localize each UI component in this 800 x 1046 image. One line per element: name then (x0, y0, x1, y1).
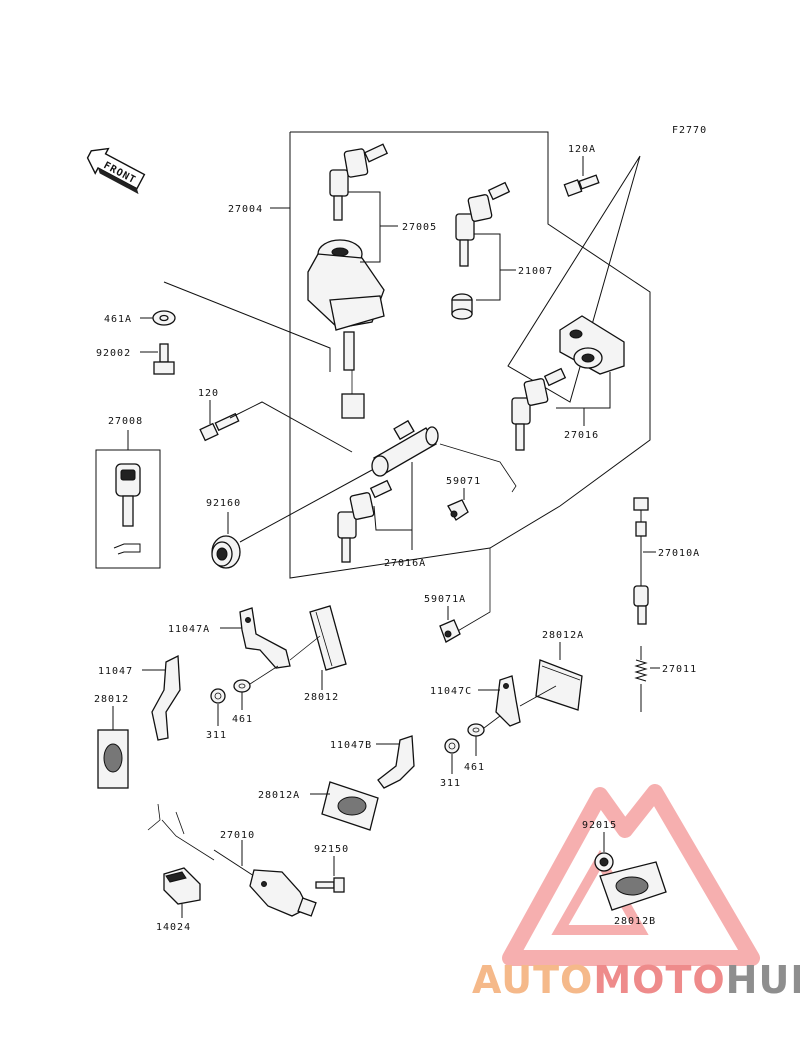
grommet-92160 (211, 535, 241, 569)
label-461-left: 461 (232, 714, 253, 725)
label-92015: 92015 (582, 820, 617, 831)
label-27010: 27010 (220, 830, 255, 841)
label-27005: 27005 (402, 222, 437, 233)
label-28012-left: 28012 (94, 694, 129, 705)
bracket-11047 (151, 654, 181, 741)
key-pair-27005 (329, 143, 389, 221)
label-11047B: 11047B (330, 740, 372, 751)
pad-28012A (321, 781, 379, 831)
key-blank-icon (113, 463, 141, 555)
pad-28012B (599, 861, 667, 911)
label-92160: 92160 (206, 498, 241, 509)
label-27011: 27011 (662, 664, 697, 675)
nut-92015 (594, 852, 614, 872)
label-28012A-right: 28012A (542, 630, 584, 641)
key-pair-21007 (451, 181, 511, 320)
label-27016: 27016 (564, 430, 599, 441)
pad-28012-left (97, 729, 129, 789)
label-28012A: 28012A (258, 790, 300, 801)
lock-cylinder-27016A (371, 419, 439, 477)
label-11047: 11047 (98, 666, 133, 677)
bracket-11047C (495, 675, 521, 727)
label-59071: 59071 (446, 476, 481, 487)
pad-28012-center (309, 605, 347, 671)
key-pair-27016A (337, 479, 393, 563)
key-pair-27016 (511, 367, 567, 451)
label-11047C: 11047C (430, 686, 472, 697)
label-28012: 28012 (304, 692, 339, 703)
figure-code: F2770 (672, 125, 707, 136)
label-92150: 92150 (314, 844, 349, 855)
label-21007: 21007 (518, 266, 553, 277)
seat-lock-27016 (559, 315, 625, 375)
watermark-part-moto: MOTO (593, 958, 726, 1002)
label-120: 120 (198, 388, 219, 399)
watermark-logo-text: AUTOMOTOHUB (472, 958, 800, 1002)
label-311-right: 311 (440, 778, 461, 789)
spring-27011 (634, 646, 648, 712)
label-120A: 120A (568, 144, 596, 155)
clamp-59071 (447, 499, 469, 521)
pad-28012A-right (535, 659, 583, 711)
label-92002: 92002 (96, 348, 131, 359)
label-27010A: 27010A (658, 548, 700, 559)
assembly-outline (289, 131, 651, 579)
label-14024: 14024 (156, 922, 191, 933)
washer-461A (152, 310, 176, 326)
cover-14024 (163, 867, 201, 905)
label-311-left: 311 (206, 730, 227, 741)
nut-311-left (210, 688, 226, 704)
label-27008: 27008 (108, 416, 143, 427)
watermark-part-hub: HUB (725, 958, 800, 1002)
watermark-part-auto: AUTO (472, 958, 594, 1002)
bracket-11047B (377, 735, 415, 789)
label-461-right: 461 (464, 762, 485, 773)
front-arrow-icon: FRONT (86, 147, 146, 195)
label-11047A: 11047A (168, 624, 210, 635)
switch-27010 (147, 803, 317, 917)
label-461A: 461A (104, 314, 132, 325)
washer-461-right (467, 723, 485, 737)
bolt-92150 (315, 877, 345, 893)
bolt-92002 (153, 343, 175, 375)
nut-311-right (444, 738, 460, 754)
bracket-11047A (239, 607, 291, 669)
clamp-59071A (439, 619, 461, 643)
switch-27010A (633, 497, 649, 625)
label-27016A: 27016A (384, 558, 426, 569)
washer-461-left (233, 679, 251, 693)
bolt-120 (199, 412, 240, 442)
bolt-120A (563, 174, 600, 197)
label-27004: 27004 (228, 204, 263, 215)
label-28012B: 28012B (614, 916, 656, 927)
label-59071A: 59071A (424, 594, 466, 605)
ignition-switch-27004 (307, 239, 385, 419)
